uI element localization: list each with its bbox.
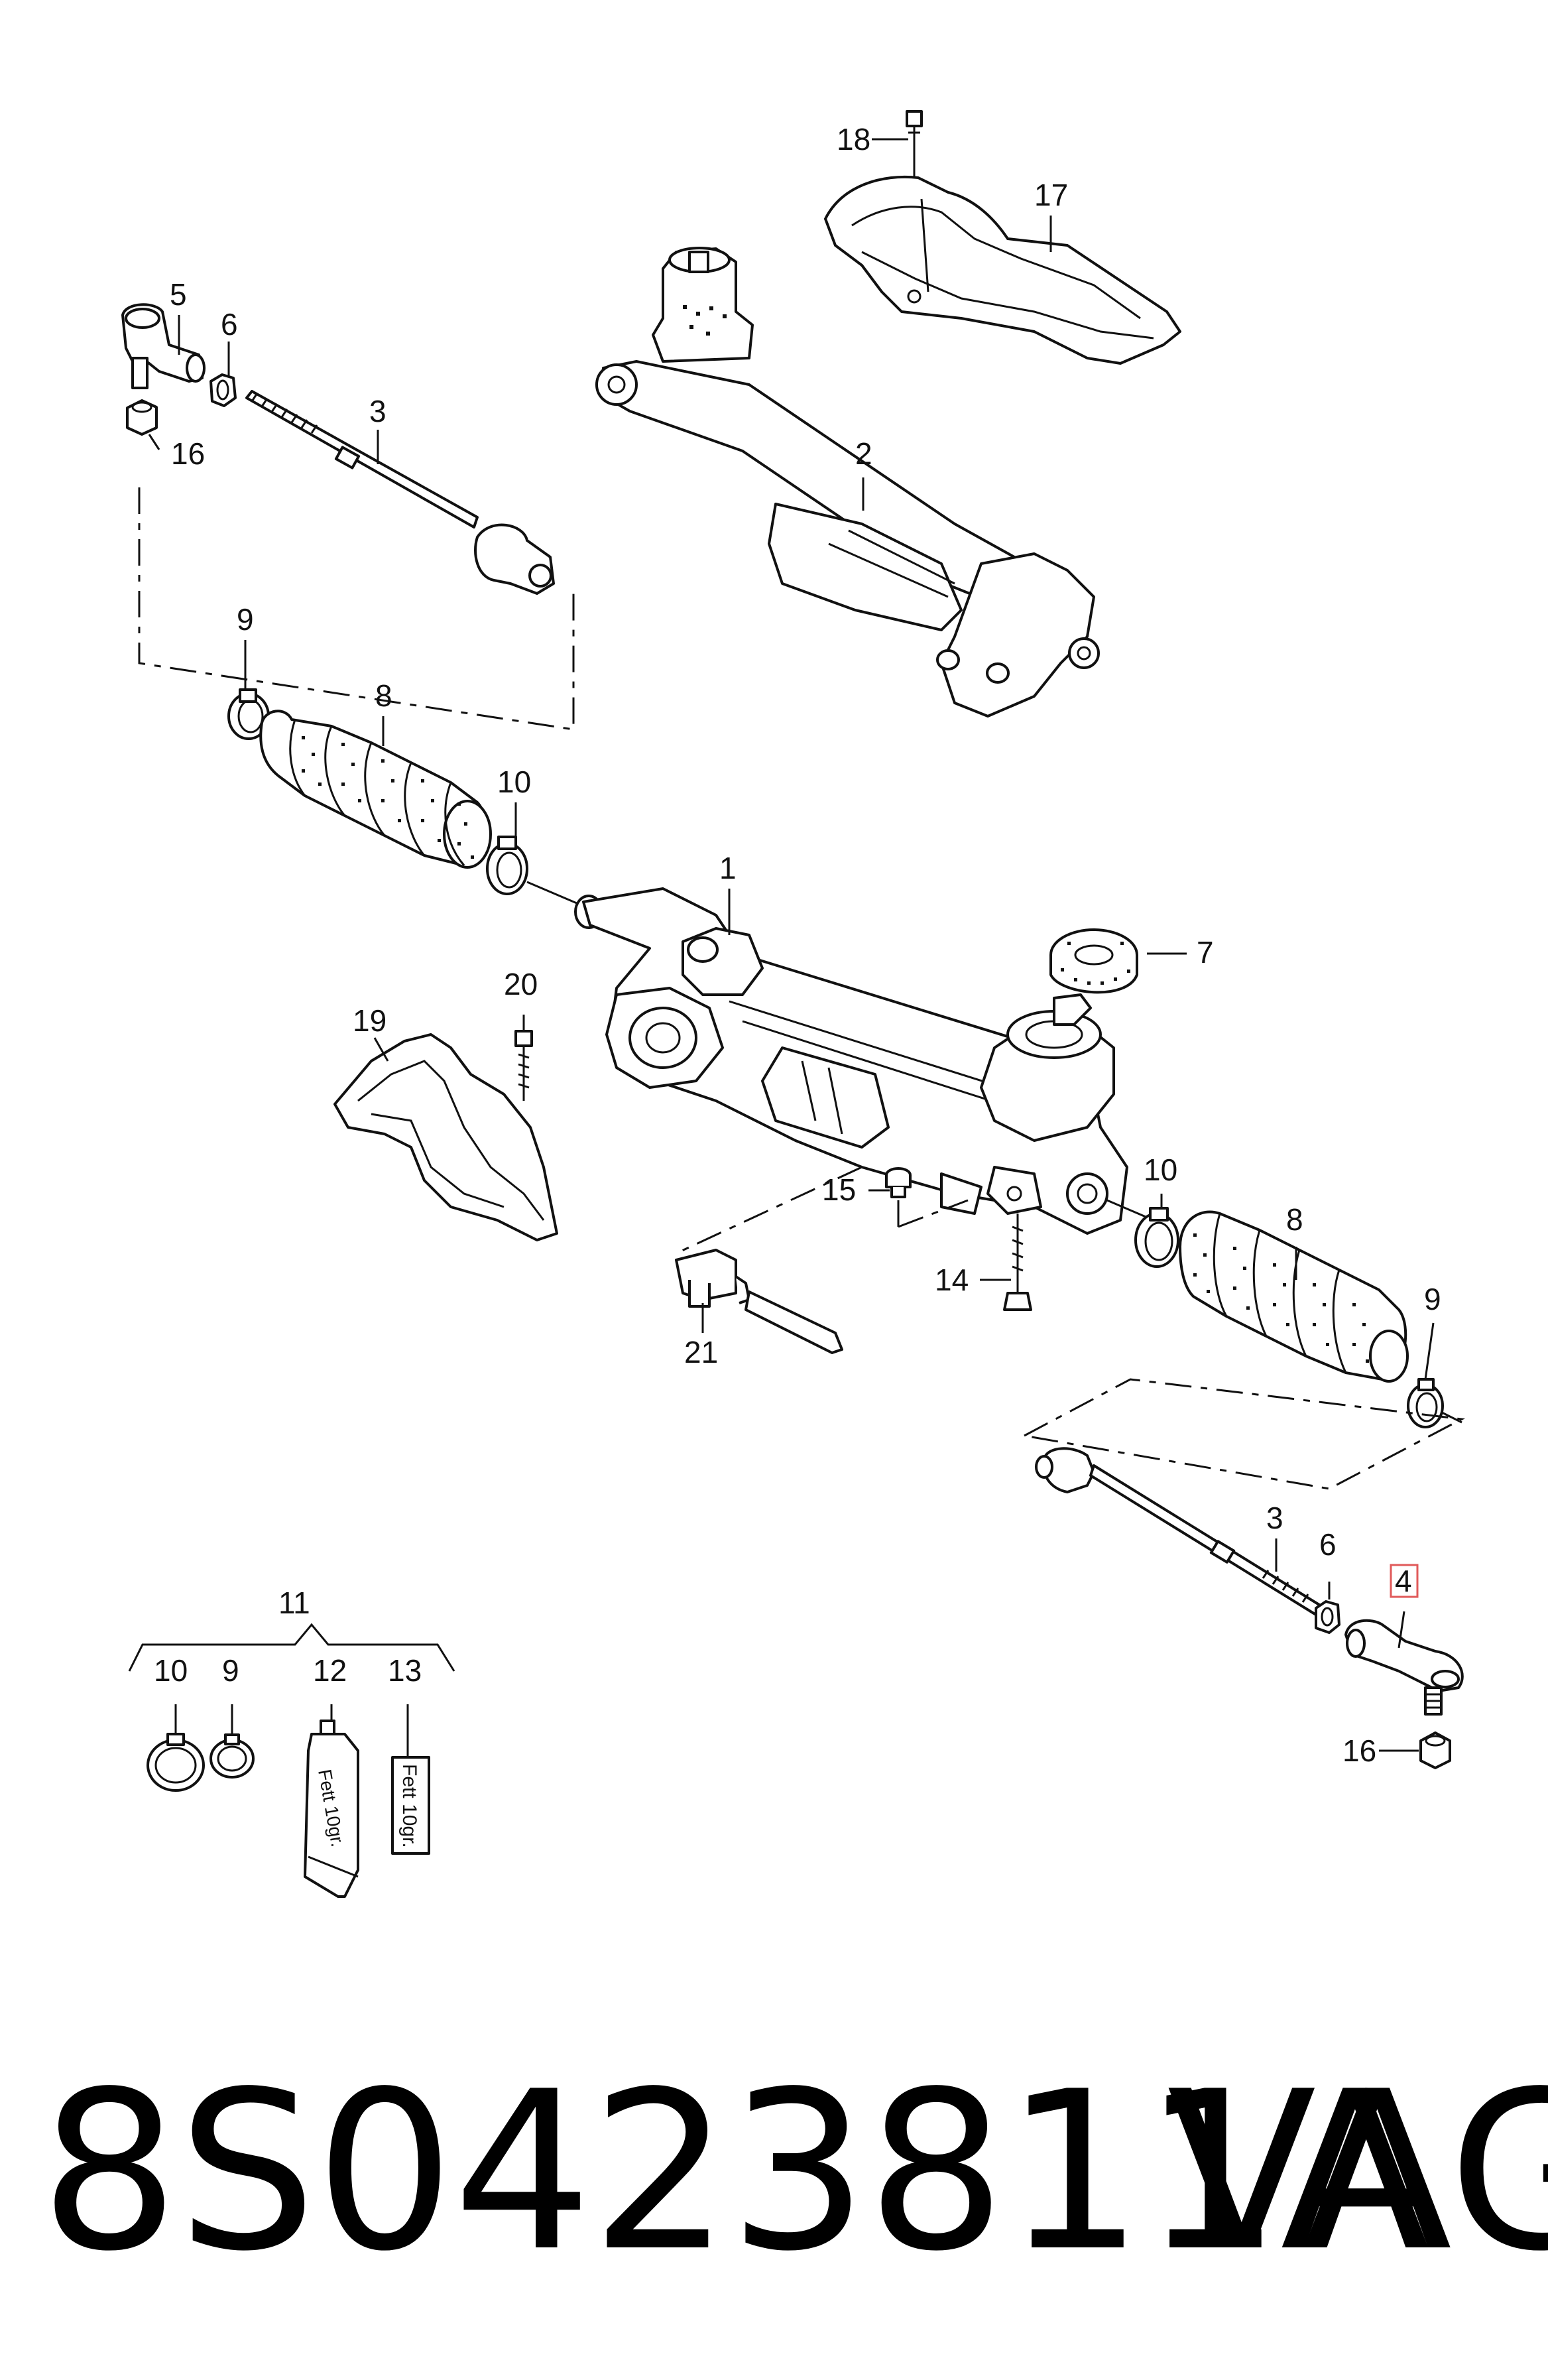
kit-9-clamp (209, 1733, 255, 1779)
part-21-connector (675, 1249, 843, 1354)
label-18: 18 (837, 122, 870, 157)
part-10-clamp-left (486, 836, 528, 895)
label-16-right: 16 (1342, 1733, 1376, 1768)
part-17-heat-shield (824, 175, 1181, 365)
label-7: 7 (1197, 935, 1214, 970)
label-12: 12 (313, 1653, 347, 1688)
part-6-nut-right (1315, 1600, 1340, 1634)
label-14: 14 (935, 1263, 969, 1297)
part-4-tie-rod-end-right (1344, 1619, 1464, 1716)
kit-12-grease-tube: Fett 10gr. (304, 1720, 359, 1898)
part-3-inner-tie-rod-right (1035, 1447, 1321, 1616)
label-8-right: 8 (1286, 1202, 1303, 1237)
label-9-kit: 9 (222, 1653, 239, 1688)
label-16-left: 16 (171, 436, 205, 471)
label-17: 17 (1034, 178, 1068, 212)
part-8-boot-left (259, 710, 492, 869)
part-10-clamp-right (1134, 1207, 1179, 1268)
label-9-left: 9 (237, 602, 254, 637)
label-10-kit: 10 (154, 1653, 188, 1688)
label-1: 1 (719, 851, 737, 885)
part-15-plug (885, 1167, 912, 1198)
label-15: 15 (822, 1172, 856, 1207)
part-7-mount-bushing (1049, 928, 1138, 994)
part-2-steering-rack (595, 247, 1100, 718)
part-14-bolt (1003, 1214, 1032, 1311)
label-6-left: 6 (221, 307, 238, 342)
axis-line-left (526, 881, 577, 905)
part-6-nut-left (209, 373, 237, 407)
label-10-right: 10 (1144, 1153, 1177, 1187)
part-20-screw (514, 1030, 533, 1101)
part-3-inner-tie-rod-left (245, 390, 555, 595)
label-19: 19 (353, 1003, 387, 1038)
label-2: 2 (855, 436, 872, 471)
part-16-nut-right (1419, 1731, 1451, 1769)
leader-lines (148, 138, 1435, 1757)
label-10-left: 10 (497, 765, 531, 799)
part-19-heat-shield (333, 1033, 558, 1241)
callout-labels: 18 17 5 6 3 2 16 9 8 10 1 7 20 19 15 10 … (154, 122, 1441, 1768)
kit-11-bracket (128, 1623, 455, 1672)
part-number: 8S0423811A (40, 2044, 1430, 2299)
grease-box-label: Fett 10gr. (398, 1764, 420, 1848)
part-1-steering-gear (574, 887, 1128, 1235)
assembly-group-outline-right (1024, 1378, 1465, 1490)
part-16-nut-left (126, 399, 158, 436)
connector-callout-outline (676, 1166, 969, 1255)
label-3-left: 3 (369, 394, 387, 428)
label-6-right: 6 (1319, 1527, 1337, 1562)
axis-line-right-2 (1441, 1411, 1462, 1424)
kit-10-clamp (147, 1733, 205, 1792)
label-11: 11 (278, 1586, 310, 1620)
highlight-box-part-4 (1390, 1564, 1419, 1598)
label-3-right: 3 (1266, 1501, 1283, 1535)
label-13: 13 (388, 1653, 422, 1688)
label-20: 20 (504, 967, 538, 1001)
label-21: 21 (684, 1335, 718, 1369)
brand-name: VAG (1167, 2044, 1548, 2299)
assembly-group-outline-left (138, 487, 575, 731)
kit-13-grease-box: Fett 10gr. (391, 1756, 430, 1855)
label-5: 5 (170, 277, 187, 312)
part-9-clamp-right (1407, 1378, 1444, 1428)
label-4: 4 (1395, 1564, 1412, 1598)
label-9-right: 9 (1424, 1282, 1441, 1316)
part-5-tie-rod-end-left (121, 303, 206, 389)
label-8-left: 8 (375, 678, 392, 713)
part-8-boot-right (1179, 1210, 1409, 1383)
